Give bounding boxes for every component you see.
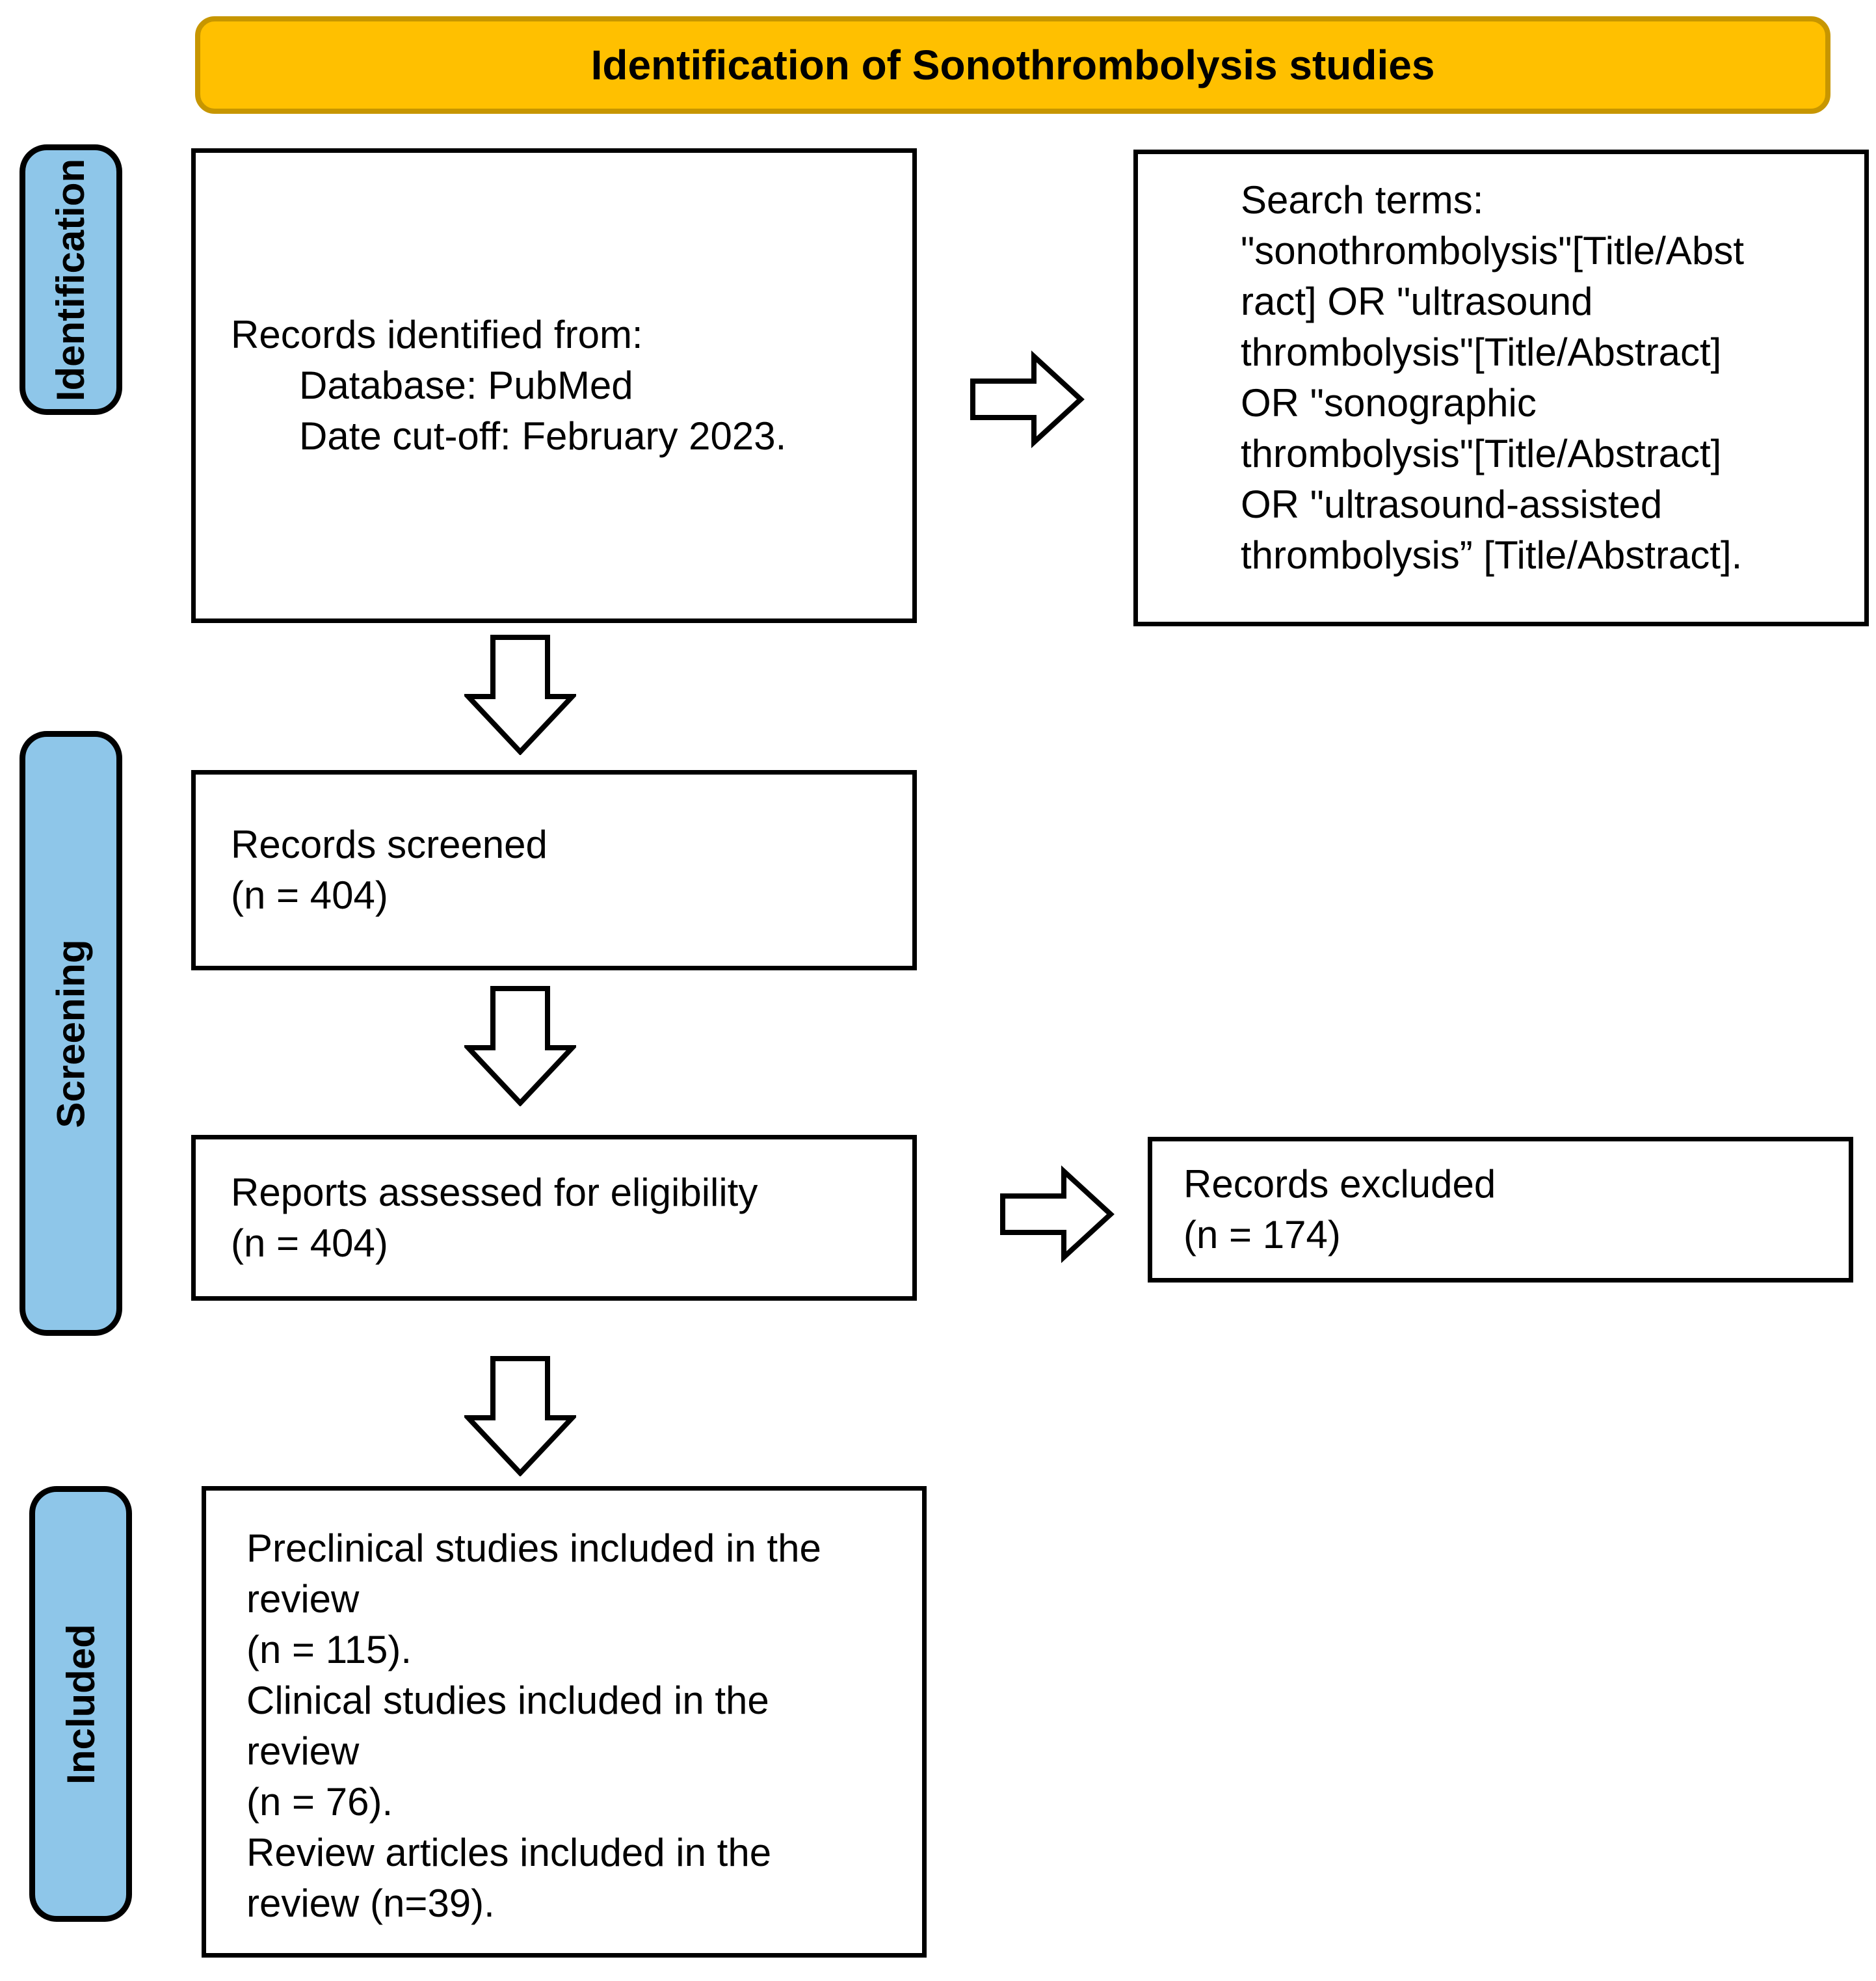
search-terms-line: thrombolysis"[Title/Abstract] (1241, 432, 1722, 475)
reports-assessed-count: (n = 404) (231, 1221, 388, 1265)
records-screened-line: Records screened (231, 823, 548, 866)
included-studies-line: Clinical studies included in the (246, 1679, 769, 1722)
records-excluded-line: Records excluded (1183, 1162, 1496, 1206)
search-terms-line: thrombolysis"[Title/Abstract] (1241, 330, 1722, 374)
stage-label-identification-text: Identification (49, 158, 93, 401)
down-arrow-icon (464, 1356, 576, 1476)
included-studies-line: review (246, 1729, 360, 1773)
search-terms-line: thrombolysis” [Title/Abstract]. (1241, 533, 1743, 577)
down-arrow-icon (464, 635, 576, 755)
records-excluded-count: (n = 174) (1183, 1213, 1341, 1256)
search-terms-line: OR "ultrasound-assisted (1241, 483, 1663, 526)
right-arrow-icon (970, 350, 1085, 449)
records-identified-line: Records identified from: (231, 313, 643, 356)
title-banner: Identification of Sonothrombolysis studi… (195, 16, 1830, 114)
search-terms-line: Search terms: (1241, 178, 1484, 222)
reports-assessed-line: Reports assessed for eligibility (231, 1170, 758, 1214)
records-identified-line: Database: PubMed (299, 364, 633, 407)
diagram-title: Identification of Sonothrombolysis studi… (590, 42, 1435, 88)
records-excluded-box: Records excluded (n = 174) (1148, 1137, 1853, 1283)
search-terms-line: OR "sonographic (1241, 381, 1537, 425)
records-screened-box: Records screened (n = 404) (191, 770, 917, 970)
reports-assessed-box: Reports assessed for eligibility (n = 40… (191, 1135, 917, 1301)
included-studies-line: Review articles included in the (246, 1831, 772, 1874)
included-studies-line: review (n=39). (246, 1881, 495, 1925)
search-terms-line: ract] OR "ultrasound (1241, 280, 1593, 323)
included-studies-line: (n = 115). (246, 1628, 412, 1671)
included-studies-line: review (246, 1577, 360, 1621)
search-terms-box: Search terms: "sonothrombolysis"[Title/A… (1133, 150, 1869, 626)
stage-label-screening-text: Screening (49, 938, 93, 1128)
right-arrow-icon (1000, 1165, 1115, 1264)
stage-label-identification: Identification (20, 144, 122, 415)
stage-label-included: Included (29, 1486, 132, 1922)
stage-label-included-text: Included (59, 1623, 103, 1785)
included-studies-line: Preclinical studies included in the (246, 1526, 821, 1570)
records-screened-count: (n = 404) (231, 873, 388, 917)
included-studies-box: Preclinical studies included in the revi… (202, 1486, 927, 1958)
stage-label-screening: Screening (20, 731, 122, 1336)
records-identified-line: Date cut-off: February 2023. (299, 414, 787, 458)
down-arrow-icon (464, 986, 576, 1106)
included-studies-line: (n = 76). (246, 1780, 393, 1824)
search-terms-line: "sonothrombolysis"[Title/Abst (1241, 229, 1744, 273)
records-identified-box: Records identified from: Database: PubMe… (191, 148, 917, 623)
